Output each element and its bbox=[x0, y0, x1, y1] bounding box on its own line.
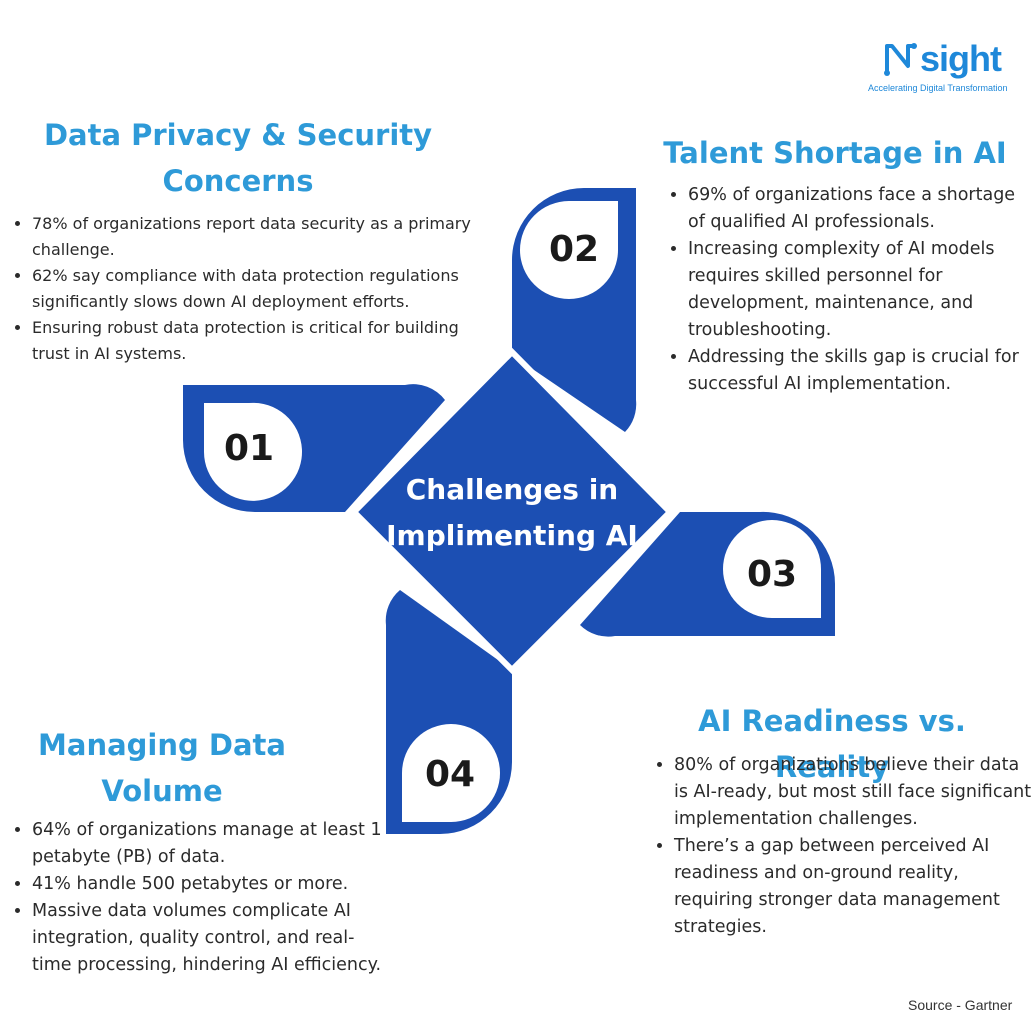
section-03-title: AI Readiness vs. Reality bbox=[698, 704, 966, 784]
badge-03-number: 03 bbox=[747, 554, 797, 595]
section-01-list: 78% of organizations report data securit… bbox=[8, 211, 480, 367]
list-item: 80% of organizations believe their data … bbox=[674, 752, 1034, 833]
badge-03-drop bbox=[723, 520, 821, 618]
badge-01-drop bbox=[204, 402, 302, 501]
list-item: Increasing complexity of AI models requi… bbox=[688, 236, 1028, 344]
center-diamond bbox=[349, 347, 675, 675]
logo-word: sight bbox=[920, 38, 1002, 79]
center-title-line2: Implimenting AI bbox=[386, 519, 638, 552]
section-02-title: Talent Shortage in AI bbox=[663, 136, 1007, 170]
section-01-title: Data Privacy & Security Concerns bbox=[43, 118, 433, 198]
list-item: 64% of organizations manage at least 1 p… bbox=[32, 817, 388, 871]
list-item: 78% of organizations report data securit… bbox=[32, 211, 480, 263]
list-item: There’s a gap between perceived AI readi… bbox=[674, 833, 1034, 941]
list-item: Ensuring robust data protection is criti… bbox=[32, 315, 480, 367]
n-logo-icon bbox=[884, 43, 917, 76]
badge-04-drop bbox=[402, 724, 500, 822]
badge-02-number: 02 bbox=[549, 229, 599, 270]
list-item: Massive data volumes complicate AI integ… bbox=[32, 898, 388, 979]
section-03-list: 80% of organizations believe their data … bbox=[650, 752, 1034, 941]
source-note: Source - Gartner bbox=[908, 997, 1013, 1013]
section-04-list: 64% of organizations manage at least 1 p… bbox=[8, 817, 388, 979]
list-item: 69% of organizations face a shortage of … bbox=[688, 182, 1028, 236]
badge-01-number: 01 bbox=[224, 428, 274, 469]
center-title-line1: Challenges in bbox=[406, 473, 618, 506]
logo-tagline: Accelerating Digital Transformation bbox=[868, 83, 1008, 93]
section-02-list: 69% of organizations face a shortage of … bbox=[664, 182, 1028, 398]
list-item: 41% handle 500 petabytes or more. bbox=[32, 871, 388, 898]
badge-04-number: 04 bbox=[425, 754, 475, 795]
list-item: Addressing the skills gap is crucial for… bbox=[688, 344, 1028, 398]
list-item: 62% say compliance with data protection … bbox=[32, 263, 480, 315]
badge-02-drop bbox=[520, 201, 618, 299]
section-04-title: Managing Data Volume bbox=[38, 728, 286, 808]
